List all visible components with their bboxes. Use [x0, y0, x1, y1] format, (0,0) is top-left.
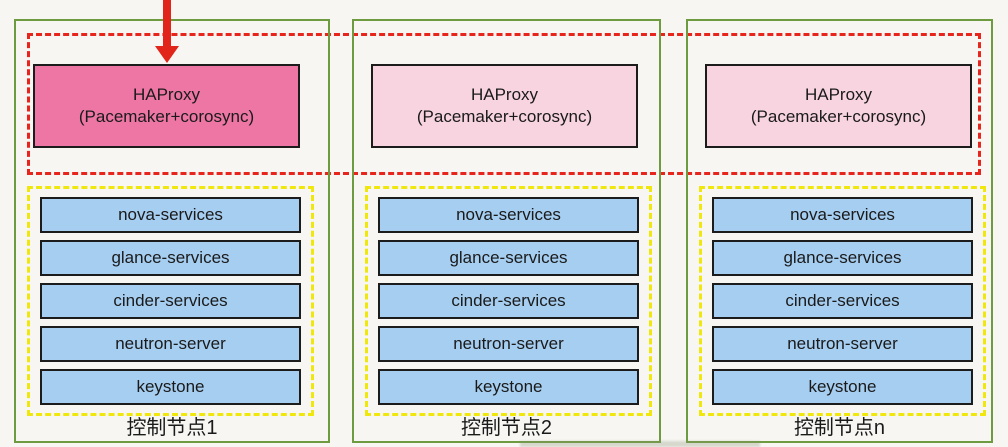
- service-box: keystone: [712, 369, 973, 405]
- haproxy-box: HAProxy (Pacemaker+corosync): [705, 64, 972, 148]
- haproxy-title: HAProxy: [132, 85, 201, 104]
- control-node: HAProxy (Pacemaker+corosync) nova-servic…: [686, 19, 993, 443]
- services-zone: nova-services glance-services cinder-servi…: [365, 186, 652, 416]
- service-box: nova-services: [712, 197, 973, 233]
- haproxy-subtitle: (Pacemaker+corosync): [78, 107, 255, 126]
- haproxy-subtitle: (Pacemaker+corosync): [750, 107, 927, 126]
- service-box: glance-services: [40, 240, 301, 276]
- service-box: cinder-services: [378, 283, 639, 319]
- haproxy-title: HAProxy: [470, 85, 539, 104]
- service-box: keystone: [378, 369, 639, 405]
- haproxy-box: HAProxy (Pacemaker+corosync): [371, 64, 638, 148]
- service-box: neutron-server: [712, 326, 973, 362]
- haproxy-subtitle: (Pacemaker+corosync): [416, 107, 593, 126]
- service-box: glance-services: [712, 240, 973, 276]
- services-zone: nova-services glance-services cinder-servi…: [27, 186, 314, 416]
- control-node: HAProxy (Pacemaker+corosync) nova-servic…: [352, 19, 661, 443]
- service-box: neutron-server: [378, 326, 639, 362]
- services-zone: nova-services glance-services cinder-servi…: [699, 186, 986, 416]
- service-box: nova-services: [40, 197, 301, 233]
- service-box: neutron-server: [40, 326, 301, 362]
- service-box: glance-services: [378, 240, 639, 276]
- node-label: 控制节点n: [793, 417, 886, 439]
- service-box: cinder-services: [40, 283, 301, 319]
- node-label: 控制节点1: [126, 417, 218, 439]
- haproxy-box: HAProxy (Pacemaker+corosync): [33, 64, 300, 148]
- service-box: cinder-services: [712, 283, 973, 319]
- service-box: keystone: [40, 369, 301, 405]
- haproxy-title: HAProxy: [804, 85, 873, 104]
- node-label: 控制节点2: [460, 417, 553, 439]
- control-node: HAProxy (Pacemaker+corosync) nova-servic…: [14, 19, 330, 443]
- service-box: nova-services: [378, 197, 639, 233]
